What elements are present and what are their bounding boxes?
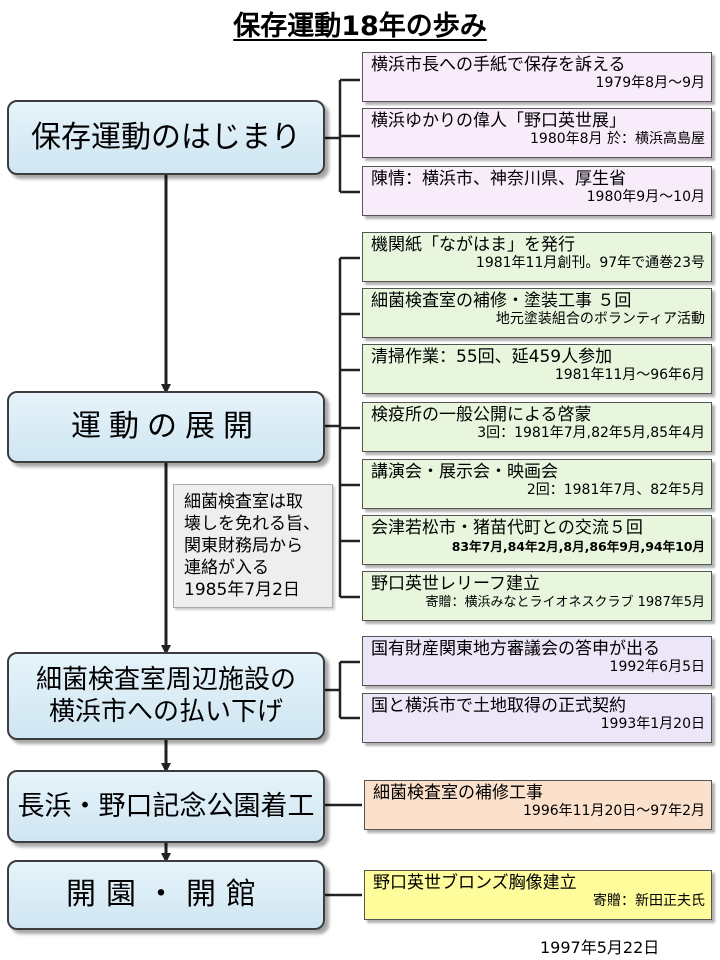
note-line: 関東財務局から: [184, 536, 303, 556]
note-box: 細菌検査室は取 壊しを免れる旨、 関東財務局から 連絡が入る 1985年7月2日: [173, 484, 333, 608]
stage-opening: 開園・開館: [7, 860, 325, 930]
stage-start: 保存運動のはじまり: [7, 100, 325, 175]
event-title: 清掃作業：55回、延459人参加: [371, 347, 613, 367]
event-box: 野口英世レリーフ建立 寄贈：横浜みなとライオネスクラブ 1987年5月: [362, 571, 712, 621]
note-line: 連絡が入る: [184, 558, 269, 578]
event-detail: 2回：1981年7月、82年5月: [526, 482, 705, 498]
event-box: 陳情：横浜市、神奈川県、厚生省 1980年9月〜10月: [362, 166, 712, 216]
event-detail: 地元塗装組合のボランティア活動: [495, 311, 705, 327]
event-detail: 1979年8月〜9月: [595, 75, 705, 91]
event-detail: 1993年1月20日: [600, 716, 705, 732]
event-title: 野口英世レリーフ建立: [371, 574, 540, 594]
stage-label: 細菌検査室周辺施設の 横浜市への払い下げ: [35, 665, 296, 727]
event-box: 細菌検査室の補修・塗装工事 ５回 地元塗装組合のボランティア活動: [362, 288, 712, 338]
event-box: 横浜ゆかりの偉人「野口英世展」 1980年8月 於：横浜高島屋: [362, 108, 712, 158]
event-title: 講演会・展示会・映画会: [371, 462, 558, 482]
event-box: 野口英世ブロンズ胸像建立 寄贈：新田正夫氏: [364, 870, 712, 920]
event-detail: 1981年11月創刊。97年で通巻23号: [475, 255, 705, 271]
event-title: 細菌検査室の補修工事: [373, 783, 543, 803]
event-detail: 寄贈：横浜みなとライオネスクラブ 1987年5月: [425, 595, 706, 610]
event-box: 細菌検査室の補修工事 1996年11月20日〜97年2月: [364, 780, 712, 830]
event-detail: 3回：1981年7月,82年5月,85年4月: [477, 425, 705, 441]
stage-label: 開園・開館: [66, 877, 266, 912]
event-box: 清掃作業：55回、延459人参加 1981年11月〜96年6月: [362, 344, 712, 394]
event-title: 横浜ゆかりの偉人「野口英世展」: [371, 111, 626, 131]
stage-label: 保存運動のはじまり: [31, 119, 301, 155]
event-title: 会津若松市・猪苗代町との交流５回: [371, 518, 643, 538]
stage-transfer: 細菌検査室周辺施設の 横浜市への払い下げ: [7, 652, 325, 740]
event-title: 検疫所の一般公開による啓蒙: [371, 405, 592, 425]
event-box: 国有財産関東地方審議会の答申が出る 1992年6月5日: [362, 636, 712, 686]
event-detail: 83年7月,84年2月,8月,86年9月,94年10月: [451, 539, 705, 554]
bracket-start: [325, 78, 360, 194]
event-box: 機関紙「ながはま」を発行 1981年11月創刊。97年で通巻23号: [362, 232, 712, 282]
event-detail: 1980年9月〜10月: [586, 189, 705, 205]
event-title: 国と横浜市で土地取得の正式契約: [371, 696, 626, 716]
event-detail: 1996年11月20日〜97年2月: [523, 803, 705, 819]
event-detail: 1992年6月5日: [609, 659, 705, 675]
note-line: 1985年7月2日: [184, 580, 300, 600]
event-box: 講演会・展示会・映画会 2回：1981年7月、82年5月: [362, 459, 712, 509]
page-title: 保存運動18年の歩み: [233, 11, 487, 42]
stage-label: 運動の展開: [71, 409, 261, 444]
event-box: 国と横浜市で土地取得の正式契約 1993年1月20日: [362, 693, 712, 743]
note-line: 壊しを免れる旨、: [184, 514, 320, 534]
event-title: 陳情：横浜市、神奈川県、厚生省: [371, 169, 626, 189]
note-line: 細菌検査室は取: [184, 492, 303, 512]
bracket-transfer: [325, 660, 360, 720]
opening-date: 1997年5月22日: [540, 938, 660, 957]
event-box: 横浜市長への手紙で保存を訴える 1979年8月〜9月: [362, 52, 712, 102]
stage-label: 長浜・野口記念公園着工: [17, 790, 315, 822]
event-box: 会津若松市・猪苗代町との交流５回 83年7月,84年2月,8月,86年9月,94…: [362, 515, 712, 565]
event-title: 機関紙「ながはま」を発行: [371, 235, 575, 255]
event-title: 野口英世ブロンズ胸像建立: [373, 873, 577, 893]
bracket-development: [325, 256, 360, 599]
event-box: 検疫所の一般公開による啓蒙 3回：1981年7月,82年5月,85年4月: [362, 402, 712, 452]
stage-construction: 長浜・野口記念公園着工: [7, 770, 325, 843]
event-title: 国有財産関東地方審議会の答申が出る: [371, 639, 660, 659]
event-title: 細菌検査室の補修・塗装工事 ５回: [371, 291, 632, 311]
event-detail: 1981年11月〜96年6月: [554, 367, 705, 383]
stage-development: 運動の展開: [7, 391, 325, 463]
event-detail: 寄贈：新田正夫氏: [593, 893, 705, 909]
event-title: 横浜市長への手紙で保存を訴える: [371, 55, 626, 75]
event-detail: 1980年8月 於：横浜高島屋: [530, 131, 705, 147]
